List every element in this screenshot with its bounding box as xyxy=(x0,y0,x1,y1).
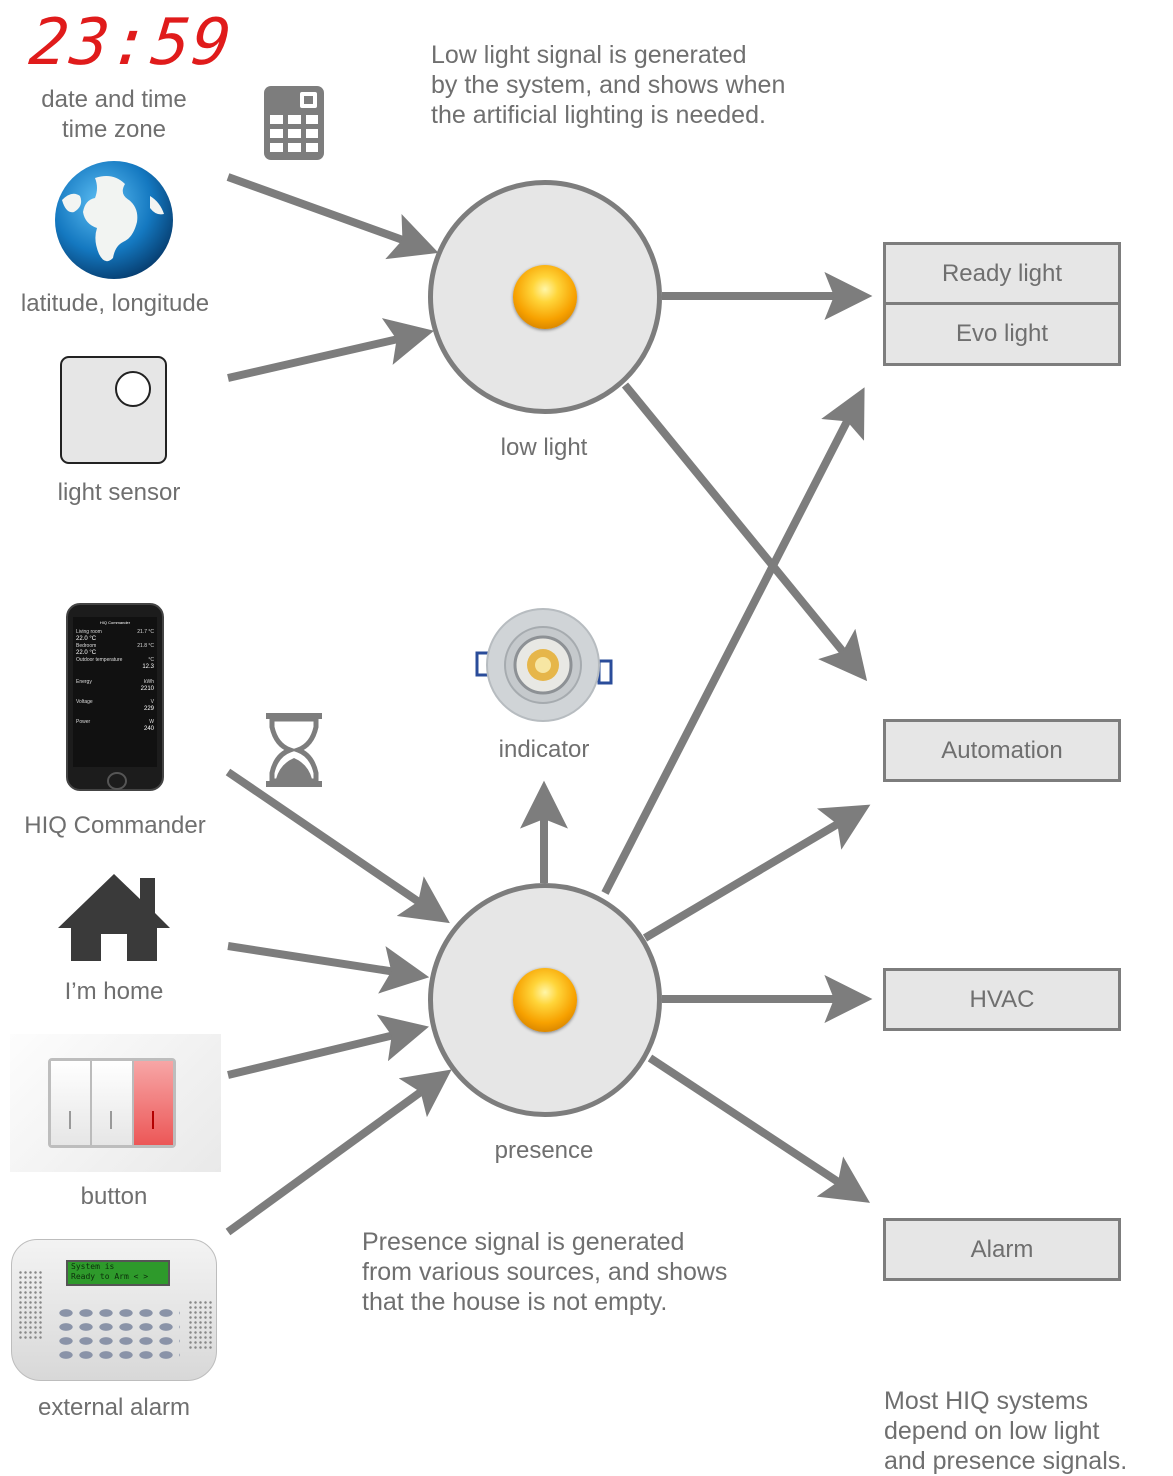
phone-row-label: Energy xyxy=(76,679,92,685)
alarm-keypad-image: System is Ready to Arm < > xyxy=(11,1239,217,1381)
arrow-time-to-lowlight xyxy=(226,173,439,260)
hiq-commander-label: HIQ Commander xyxy=(24,812,206,839)
phone-row-label: Bedroom xyxy=(76,643,97,649)
footer-note: Most HIQ systems depend on low light and… xyxy=(884,1387,1128,1475)
arrow-home-to-presence xyxy=(227,942,430,994)
arrow-lowlight-to-automation xyxy=(621,382,868,682)
phone-row-value: 22.0 °C xyxy=(76,636,97,642)
button-label: button xyxy=(80,1183,148,1210)
low-light-lamp-icon xyxy=(513,265,577,329)
phone-screen: HIQ Commander Living room 21.7 °C 22.0 °C… xyxy=(73,617,157,767)
alarm-speaker-right xyxy=(188,1300,212,1350)
phone-row-value: 2210 xyxy=(140,686,154,692)
phone-row-value: 229 xyxy=(143,706,154,712)
downlight-icon xyxy=(475,608,613,722)
evo-light-box: Evo light xyxy=(883,302,1121,366)
time-zone-label: time zone xyxy=(61,116,167,143)
globe-icon xyxy=(55,161,173,279)
house-icon xyxy=(58,874,170,961)
alarm-lcd-line2: Ready to Arm < > xyxy=(71,1272,149,1281)
low-light-node xyxy=(428,180,662,414)
presence-lamp-icon xyxy=(513,968,577,1032)
phone-row-aux: V xyxy=(150,699,154,705)
arrow-commander-to-presence xyxy=(225,768,450,924)
hvac-box: HVAC xyxy=(883,968,1121,1031)
clock-display: 23:59 xyxy=(26,6,237,80)
phone-row-label: Outdoor temperature xyxy=(76,657,123,663)
ready-light-box: Ready light xyxy=(883,242,1121,305)
phone-row-label: Voltage xyxy=(76,699,93,705)
presence-node xyxy=(428,883,662,1117)
phone-row-value: 22.0 °C xyxy=(76,650,97,656)
switch-rocker xyxy=(92,1061,134,1145)
alarm-speaker-left xyxy=(18,1270,44,1340)
arrow-sensor-to-lowlight xyxy=(227,318,435,382)
phone-home-button xyxy=(107,772,127,790)
wall-switch-image xyxy=(10,1034,221,1172)
phone-row-aux: W xyxy=(149,719,154,725)
phone-row-label: Living room xyxy=(76,629,102,635)
phone-icon: HIQ Commander Living room 21.7 °C 22.0 °C… xyxy=(66,603,164,791)
arrow-presence-to-lights xyxy=(601,387,865,895)
hourglass-icon xyxy=(266,713,322,787)
phone-row-label: Power xyxy=(76,719,91,725)
alarm-lcd: System is Ready to Arm < > xyxy=(66,1260,170,1286)
switch-plate xyxy=(48,1058,176,1148)
phone-row-value: 12.3 xyxy=(142,664,154,670)
light-sensor-label: light sensor xyxy=(57,479,181,506)
arrow-button-to-presence xyxy=(227,1014,430,1079)
low-light-note: Low light signal is generated by the sys… xyxy=(431,41,786,129)
alarm-box: Alarm xyxy=(883,1218,1121,1281)
external-alarm-label: external alarm xyxy=(37,1394,191,1421)
presence-label: presence xyxy=(494,1137,594,1164)
lat-long-label: latitude, longitude xyxy=(20,290,210,317)
switch-rocker xyxy=(51,1061,93,1145)
alarm-lcd-line1: System is xyxy=(71,1262,115,1271)
phone-row-aux: 21.7 °C xyxy=(137,629,154,635)
phone-row-aux: °C xyxy=(148,657,154,663)
date-time-label: date and time xyxy=(41,86,187,113)
switch-rocker-active xyxy=(133,1061,173,1145)
arrow-alarm-to-presence xyxy=(225,1069,452,1236)
phone-row-aux: kWh xyxy=(144,679,154,685)
phone-row-value: 240 xyxy=(143,726,154,732)
im-home-label: I’m home xyxy=(64,978,164,1005)
phone-row-aux: 21.8 °C xyxy=(137,643,154,649)
arrow-presence-to-automation xyxy=(642,804,871,942)
arrow-presence-to-alarm xyxy=(647,1054,871,1203)
alarm-keys xyxy=(56,1306,180,1364)
low-light-label: low light xyxy=(500,434,588,461)
indicator-label: indicator xyxy=(498,736,590,763)
calculator-icon xyxy=(264,86,324,160)
phone-title: HIQ Commander xyxy=(99,620,131,625)
light-sensor-icon xyxy=(60,356,167,464)
automation-box: Automation xyxy=(883,719,1121,782)
presence-note: Presence signal is generated from variou… xyxy=(362,1228,728,1316)
